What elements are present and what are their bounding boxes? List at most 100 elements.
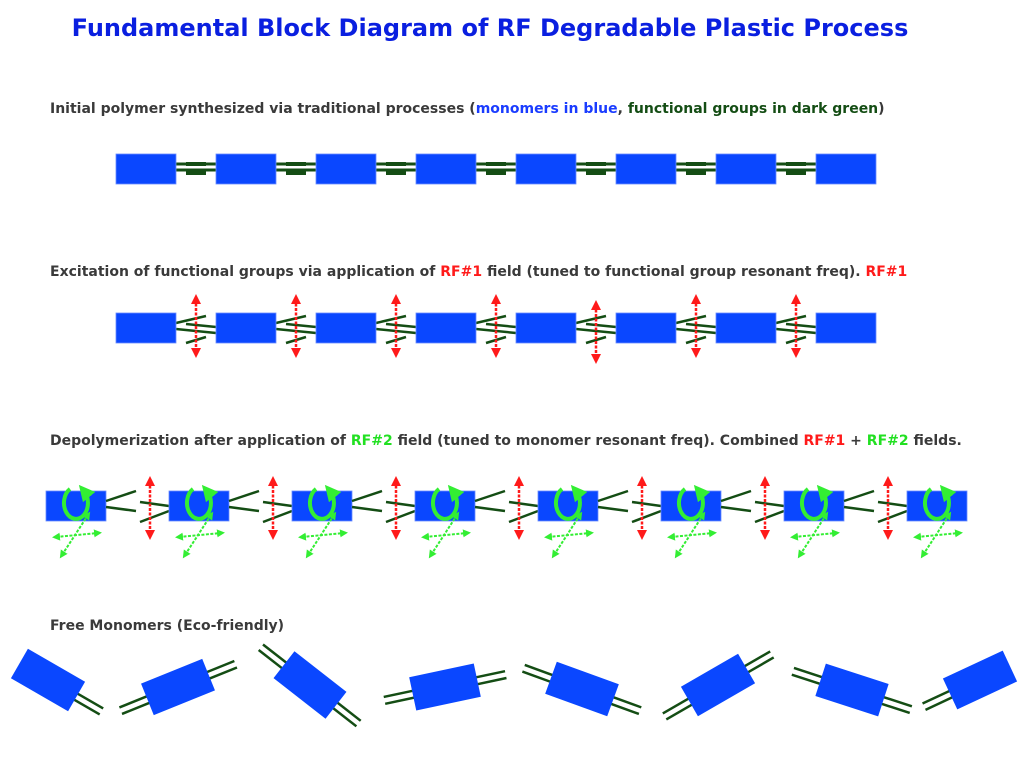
- excited-functional-group: [275, 294, 317, 358]
- functional-group-bond: [276, 162, 316, 175]
- monomer-block: [215, 312, 277, 344]
- monomer-block: [545, 661, 619, 717]
- bond-line: [631, 509, 662, 524]
- monomer-block: [168, 490, 230, 522]
- rf2-rotation: [667, 484, 717, 559]
- bond-bar: [286, 162, 306, 166]
- bond-line: [685, 322, 717, 329]
- bond-line: [508, 500, 539, 508]
- caption-text: Initial polymer synthesized via traditio…: [50, 101, 476, 117]
- caption-highlight-blue: monomers in blue: [475, 101, 618, 117]
- rf2-translation-arrow: [298, 529, 348, 541]
- bond-line: [228, 489, 260, 503]
- monomer-block: [415, 312, 477, 344]
- bond-line: [924, 695, 956, 711]
- caption-text: fields.: [908, 433, 962, 449]
- rf2-translation-arrow: [52, 529, 102, 541]
- monomer-block: [815, 153, 877, 185]
- bond-bar: [686, 171, 706, 175]
- rf2-translation-arrow: [797, 511, 829, 559]
- bond-bar: [686, 162, 706, 166]
- rf2-translation-arrow: [305, 511, 337, 559]
- bond-line: [105, 505, 137, 513]
- bond-line: [524, 663, 556, 678]
- monomer-block: [815, 663, 889, 717]
- bond-line: [754, 509, 785, 524]
- rf2-translation-arrow: [551, 511, 583, 559]
- stage-initial-polymer: [115, 153, 877, 185]
- rf2-translation-arrow: [913, 529, 963, 541]
- excited-functional-group: [575, 300, 617, 364]
- bond-line: [485, 322, 517, 329]
- caption-highlight-red: RF#1: [865, 264, 908, 280]
- bond-line: [118, 694, 150, 709]
- functional-group-bond: [776, 162, 816, 175]
- caption-excitation: Excitation of functional groups via appl…: [50, 264, 907, 280]
- bond-line: [877, 500, 908, 508]
- bond-line: [175, 314, 207, 325]
- rf2-translation-arrow: [920, 511, 952, 559]
- bond-line: [473, 669, 506, 680]
- monomer-block: [615, 312, 677, 344]
- bond-line: [262, 643, 289, 666]
- bond-line: [351, 489, 383, 503]
- bond-line: [608, 701, 640, 716]
- breaking-functional-group: [228, 476, 293, 540]
- bond-line: [474, 489, 506, 503]
- bond-bar: [586, 171, 606, 175]
- bond-line: [385, 509, 416, 524]
- bond-line: [877, 509, 908, 524]
- monomer-block: [783, 490, 845, 522]
- caption-text: field (tuned to monomer resonant freq). …: [392, 433, 804, 449]
- free-monomer: [257, 643, 362, 728]
- free-monomer: [662, 650, 775, 721]
- rf2-rotation: [544, 484, 594, 559]
- bond-bar: [586, 162, 606, 166]
- bond-line: [775, 314, 807, 325]
- functional-group-bond: [376, 162, 416, 175]
- bond-line: [741, 650, 771, 669]
- bond-line: [720, 505, 752, 513]
- monomer-block: [815, 312, 877, 344]
- rf2-translation-arrow: [182, 511, 214, 559]
- bond-line: [105, 489, 137, 503]
- bond-line: [575, 314, 607, 325]
- caption-depolymerization: Depolymerization after application of RF…: [50, 433, 962, 449]
- free-monomer: [922, 650, 1018, 711]
- monomer-block: [942, 650, 1018, 710]
- bond-line: [631, 500, 662, 508]
- bond-line: [662, 696, 692, 715]
- caption-initial: Initial polymer synthesized via traditio…: [50, 101, 885, 117]
- free-monomer: [521, 661, 642, 717]
- monomer-block: [10, 648, 86, 712]
- bond-line: [474, 505, 506, 513]
- caption-highlight-red: RF#1: [803, 433, 846, 449]
- bond-line: [610, 695, 642, 709]
- monomer-block: [715, 312, 777, 344]
- bond-line: [745, 656, 775, 675]
- bond-line: [475, 314, 507, 325]
- bond-line: [384, 695, 417, 706]
- functional-group-bond: [676, 162, 716, 175]
- bond-line: [185, 322, 217, 329]
- bond-line: [262, 509, 293, 524]
- bond-line: [843, 505, 875, 513]
- monomer-block: [660, 490, 722, 522]
- bond-line: [385, 500, 416, 508]
- bond-line: [285, 322, 317, 329]
- rf2-translation-arrow: [667, 529, 717, 541]
- caption-highlight-green: RF#2: [866, 433, 909, 449]
- diagram-title: Fundamental Block Diagram of RF Degradab…: [71, 14, 909, 42]
- bond-line: [262, 500, 293, 508]
- bond-bar: [186, 171, 206, 175]
- stage-depolymerization: [45, 476, 968, 559]
- excited-functional-group: [175, 294, 217, 358]
- bond-line: [275, 314, 307, 325]
- bond-line: [785, 322, 817, 329]
- rf2-rotation: [421, 484, 471, 559]
- bond-line: [206, 666, 238, 681]
- breaking-functional-group: [105, 476, 170, 540]
- bond-bar: [786, 162, 806, 166]
- monomer-block: [414, 490, 476, 522]
- bond-line: [375, 314, 407, 325]
